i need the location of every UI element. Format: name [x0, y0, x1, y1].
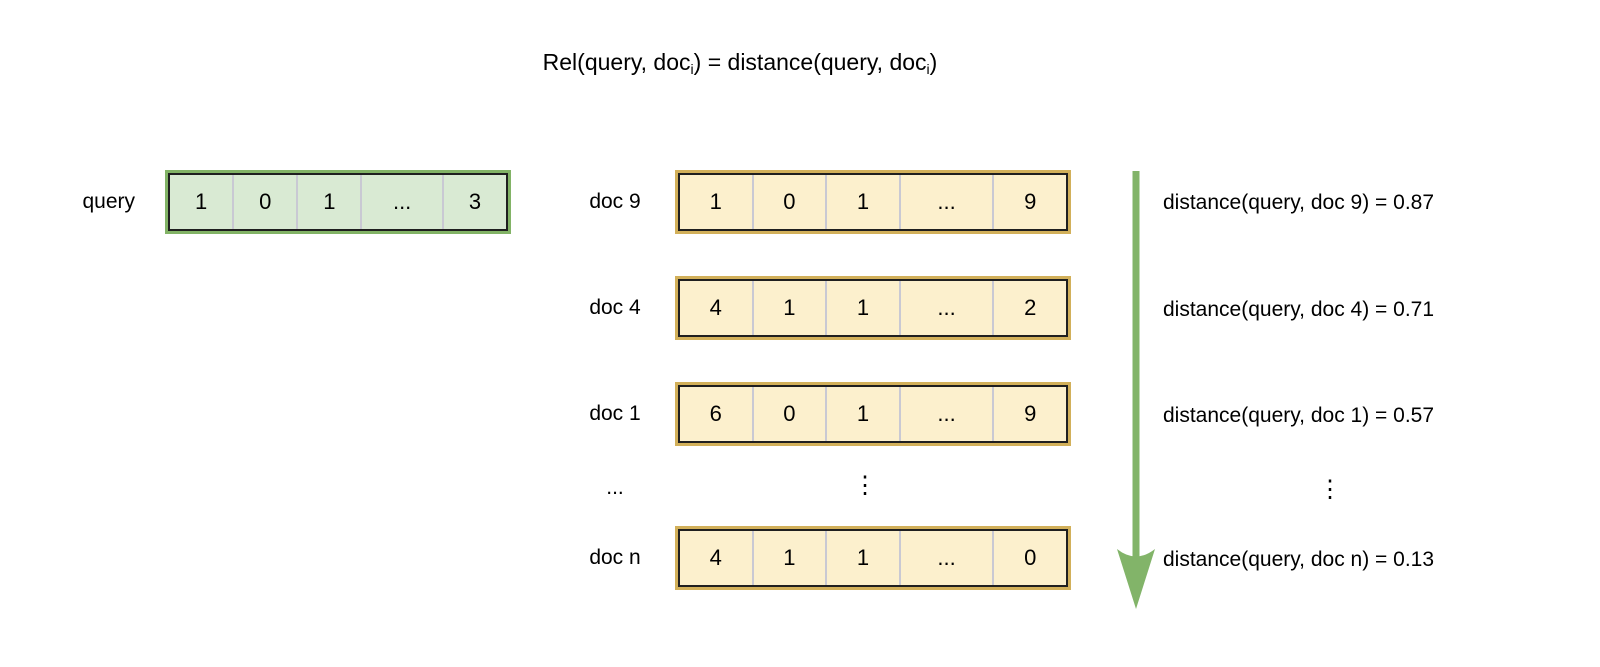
doc-vector-inner: 4 1 1 ... 2 — [678, 279, 1068, 337]
vector-cell: 1 — [194, 189, 208, 214]
vector-cell-ellipsis: ... — [898, 281, 993, 335]
vector-cell-ellipsis: ... — [360, 175, 442, 229]
vector-cell: 1 — [825, 531, 899, 585]
distances-ellipsis: ⋮ — [1318, 476, 1342, 503]
query-label: query — [82, 190, 135, 213]
vector-cell-ellipsis: ... — [898, 387, 993, 441]
formula-subscript: i — [926, 61, 930, 77]
formula-title: Rel(query, doci) = distance(query, doci) — [543, 49, 938, 77]
query-vector-inner: 1 0 1 ... 3 — [168, 173, 508, 231]
arrow-head — [1117, 549, 1155, 609]
doc-vector-4: 4 1 1 ... 2 — [675, 276, 1071, 340]
doc-label-n: doc n — [589, 546, 641, 569]
doc-vector-inner: 6 0 1 ... 9 — [678, 385, 1068, 443]
distance-text-doc9: distance(query, doc 9) = 0.87 — [1163, 191, 1435, 214]
vector-cell: 2 — [992, 281, 1066, 335]
vectors-ellipsis: ⋮ — [853, 472, 877, 499]
vector-cell: 0 — [232, 175, 296, 229]
doc-label-4: doc 4 — [589, 296, 641, 319]
distance-text-doc4: distance(query, doc 4) = 0.71 — [1163, 298, 1435, 321]
vector-cell: 1 — [296, 175, 360, 229]
descending-order-arrow-icon — [1117, 171, 1155, 609]
formula-segment: Rel(query, doc — [542, 49, 691, 75]
doc-vector-inner: 1 0 1 ... 9 — [678, 173, 1068, 231]
vector-cell: 0 — [751, 175, 826, 229]
doc-label-1: doc 1 — [589, 402, 641, 425]
doc-label-9: doc 9 — [589, 190, 641, 213]
query-vector: 1 0 1 ... 3 — [165, 170, 511, 234]
arrow-shaft — [1132, 171, 1140, 559]
doc-vector-9: 1 0 1 ... 9 — [675, 170, 1071, 234]
vector-cell: 1 — [825, 281, 899, 335]
distance-text-doc1: distance(query, doc 1) = 0.57 — [1163, 404, 1435, 427]
distance-text-docn: distance(query, doc n) = 0.13 — [1163, 548, 1435, 571]
vector-cell: 3 — [441, 175, 506, 229]
doc-vector-inner: 4 1 1 ... 0 — [678, 529, 1068, 587]
vector-cell: 1 — [825, 387, 899, 441]
formula-segment: ) = distance(query, doc — [693, 49, 927, 75]
vector-cell: 1 — [709, 189, 722, 214]
vector-cell: 0 — [992, 531, 1066, 585]
vector-cell: 1 — [825, 175, 899, 229]
vector-cell: 1 — [751, 531, 826, 585]
vector-cell-ellipsis: ... — [898, 175, 993, 229]
vector-cell-ellipsis: ... — [898, 531, 993, 585]
formula-segment: ) — [929, 49, 938, 75]
vector-cell: 9 — [992, 387, 1066, 441]
doc-vector-1: 6 0 1 ... 9 — [675, 382, 1071, 446]
vector-cell: 9 — [992, 175, 1066, 229]
vector-cell: 6 — [709, 401, 722, 426]
formula-subscript: i — [690, 61, 694, 77]
vector-cell: 1 — [751, 281, 826, 335]
doc-vector-n: 4 1 1 ... 0 — [675, 526, 1071, 590]
labels-ellipsis: ... — [606, 476, 624, 499]
vector-cell: 4 — [709, 545, 722, 570]
vector-cell: 0 — [751, 387, 826, 441]
vector-cell: 4 — [709, 295, 722, 320]
